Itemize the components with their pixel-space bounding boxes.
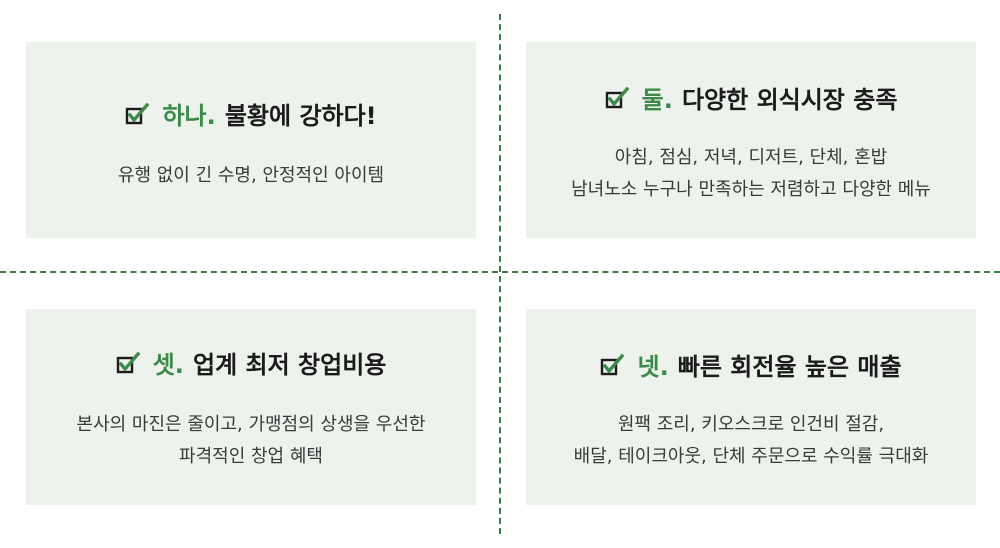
card-title: 업계 최저 창업비용 bbox=[193, 351, 387, 379]
description-line: 아침, 점심, 저녁, 디저트, 단체, 혼밥 bbox=[614, 147, 888, 168]
card-description: 아침, 점심, 저녁, 디저트, 단체, 혼밥 남녀노소 누구나 만족하는 저렴… bbox=[526, 142, 976, 206]
card-title-row: 둘. 다양한 외식시장 충족 bbox=[526, 80, 976, 115]
checkbox-checked-icon bbox=[601, 353, 625, 375]
feature-card-1: 하나. 불황에 강하다! 유행 없이 긴 수명, 안정적인 아이템 bbox=[26, 42, 476, 238]
card-number: 셋. bbox=[152, 351, 184, 379]
checkbox-checked-icon bbox=[116, 351, 141, 373]
card-number: 둘. bbox=[641, 86, 673, 114]
checkbox-checked-icon bbox=[605, 86, 629, 108]
card-title-row: 넷. 빠른 회전율 높은 매출 bbox=[526, 347, 976, 382]
description-line: 본사의 마진은 줄이고, 가맹점의 상생을 우선한 bbox=[76, 414, 426, 435]
card-description: 본사의 마진은 줄이고, 가맹점의 상생을 우선한 파격적인 창업 혜택 bbox=[26, 409, 476, 473]
card-title-row: 셋. 업계 최저 창업비용 bbox=[26, 345, 476, 380]
description-line: 파격적인 창업 혜택 bbox=[179, 446, 323, 467]
card-description: 유행 없이 긴 수명, 안정적인 아이템 bbox=[26, 160, 476, 192]
card-title-row: 하나. 불황에 강하다! bbox=[26, 96, 476, 131]
feature-card-3: 셋. 업계 최저 창업비용 본사의 마진은 줄이고, 가맹점의 상생을 우선한 … bbox=[26, 309, 476, 505]
description-line: 원팩 조리, 키오스크로 인건비 절감, bbox=[617, 414, 885, 435]
feature-card-4: 넷. 빠른 회전율 높은 매출 원팩 조리, 키오스크로 인건비 절감, 배달,… bbox=[526, 309, 976, 505]
card-number: 하나. bbox=[162, 102, 216, 130]
checkbox-checked-icon bbox=[126, 102, 150, 124]
card-title: 빠른 회전율 높은 매출 bbox=[677, 353, 902, 381]
description-line: 남녀노소 누구나 만족하는 저렴하고 다양한 메뉴 bbox=[571, 179, 931, 200]
card-title: 다양한 외식시장 충족 bbox=[681, 86, 898, 114]
card-title: 불황에 강하다! bbox=[224, 102, 377, 130]
description-line: 유행 없이 긴 수명, 안정적인 아이템 bbox=[117, 165, 385, 186]
description-line: 배달, 테이크아웃, 단체 주문으로 수익률 극대화 bbox=[573, 446, 929, 467]
card-description: 원팩 조리, 키오스크로 인건비 절감, 배달, 테이크아웃, 단체 주문으로 … bbox=[526, 409, 976, 473]
card-number: 넷. bbox=[637, 353, 669, 381]
vertical-dashed-divider bbox=[499, 14, 501, 534]
horizontal-dashed-divider bbox=[0, 271, 1000, 273]
feature-card-2: 둘. 다양한 외식시장 충족 아침, 점심, 저녁, 디저트, 단체, 혼밥 남… bbox=[526, 42, 976, 238]
